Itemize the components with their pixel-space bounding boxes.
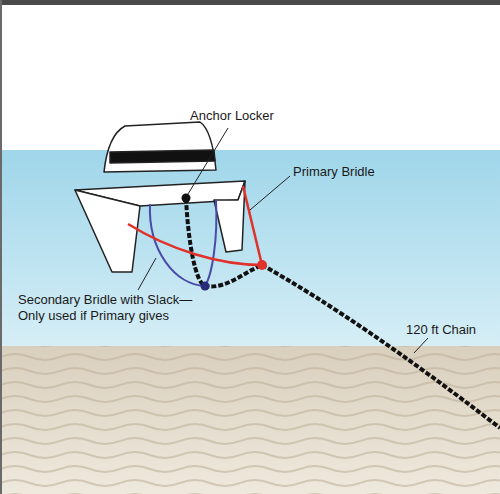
seabed: [0, 346, 500, 494]
anchor-chain: [262, 265, 500, 428]
leader-lines: [138, 128, 428, 353]
chain-slack: [186, 198, 262, 287]
primary-ring: [257, 260, 267, 270]
frame-top: [0, 0, 500, 5]
secondary-bridle: [205, 200, 216, 286]
anchor-locker-point: [182, 194, 191, 203]
catamaran: [75, 122, 245, 272]
secondary-ring: [201, 282, 210, 291]
callout-label: Primary Bridle: [293, 164, 413, 180]
primary-bridle: [128, 224, 262, 265]
callout-label: 120 ft Chain: [406, 322, 496, 338]
secondary-bridle: [150, 204, 205, 286]
callout-label: Anchor Locker: [172, 108, 292, 124]
frame-left: [0, 0, 2, 494]
sand-ripples: [0, 346, 500, 494]
water: [0, 150, 500, 348]
callout-label: Secondary Bridle with Slack— Only used i…: [18, 292, 218, 324]
primary-bridle: [243, 186, 262, 265]
